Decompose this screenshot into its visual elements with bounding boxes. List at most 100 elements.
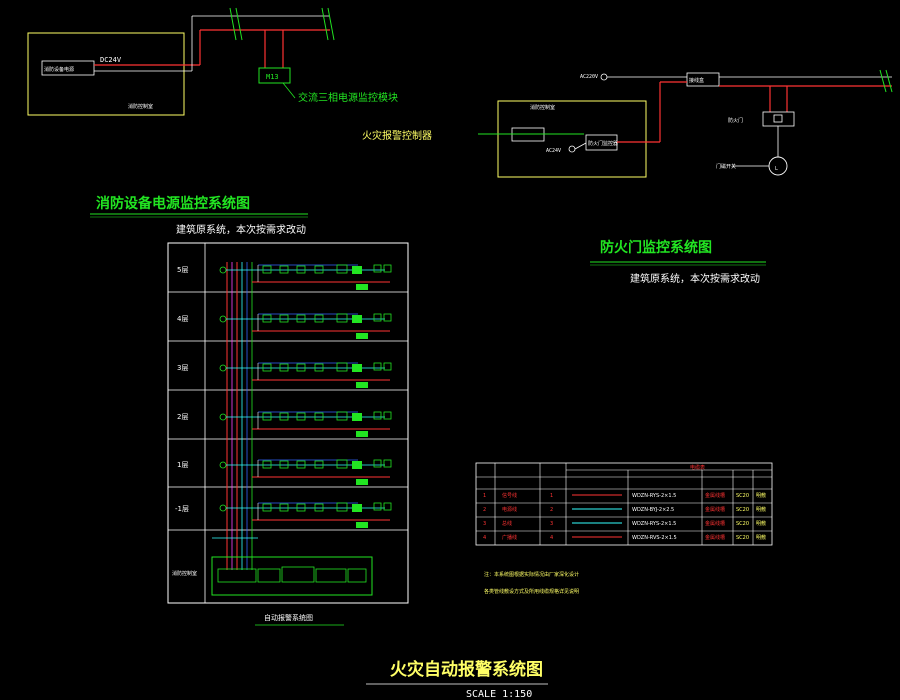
speaker-icon [383,362,392,371]
module-icon [356,382,368,388]
device-icon [279,265,289,274]
detector-icon [219,266,227,274]
floor-branch [219,362,392,388]
door-sensor-box [762,111,795,127]
legend-cell: 广播线 [502,534,517,541]
alarm-icon [352,461,362,469]
legend-cell: 明敷 [756,534,766,541]
floor-branch [219,502,392,528]
door-ac-label: AC220V [580,74,598,80]
detector-icon [219,413,227,421]
alarm-icon [352,266,362,274]
alarm-diagram-label: 自动报警系统图 [264,613,313,622]
legend-cell: 1 [550,493,553,499]
floor-label: -1层 [175,505,189,513]
legend-cell: 金属线槽 [705,534,725,541]
control-room-box [211,556,373,596]
device-icon [279,460,289,469]
power-monitor-detail: 消防设备电源 DC24V 消防控制室 M13 交流三相电源监控模块 火灾报警控制… [27,7,432,142]
floor-label: 2层 [177,413,188,421]
speaker-icon [373,313,382,322]
device-icon [262,363,272,372]
svg-text:L: L [775,166,778,172]
floor-branch [219,459,392,485]
legend-cell: 电源线 [502,506,517,513]
scale-label: SCALE 1:150 [466,689,532,700]
junction-box-label: 接线盒 [689,77,704,84]
module-icon [356,522,368,528]
speaker-icon [373,459,382,468]
device-icon [279,363,289,372]
speaker-icon [383,459,392,468]
door-module-label: 防火门监控器 [588,140,618,147]
legend-cell: WDZN-RYS-2×1.5 [632,521,676,527]
speaker-icon [373,411,382,420]
door-monitor-detail: 消防控制室 防火门监控器 AC24V AC220V 接线盒 防火门 L 门磁开关 [478,69,893,178]
alarm-icon [352,504,362,512]
legend-cell: 2 [483,507,486,513]
device-icon [262,265,272,274]
module-icon [336,313,348,323]
legend-cell: SC20 [736,535,749,541]
floor-label: 3层 [177,364,188,372]
module-icon [336,502,348,512]
legend-cell: 总线 [502,520,512,527]
detector-icon [219,364,227,372]
legend-cell: WDZN-RYS-2×1.5 [632,493,676,499]
speaker-icon [373,264,382,273]
door-panel-label: 消防控制室 [530,104,555,111]
legend-cell: WDZN-BYJ-2×2.5 [632,507,674,513]
dc-voltage-label: DC24V [100,56,122,64]
device-icon [279,314,289,323]
power-panel-box [27,32,185,116]
floor-label: 4层 [177,315,188,323]
junction-box [686,72,720,87]
device-icon [314,460,324,469]
module-icon [336,362,348,372]
floor-label: 5层 [177,266,188,274]
device-icon [262,412,272,421]
alarm-icon [352,413,362,421]
module-icon [356,284,368,290]
module-icon [336,411,348,421]
module-icon [336,264,348,274]
door-dc-label: AC24V [546,148,561,154]
riser-diagram: 5层 4层 3层 2层 1层 -1层 消防控制室 自动报警系统图 [167,242,409,626]
device-icon [279,412,289,421]
device-icon [279,503,289,512]
device-icon [262,503,272,512]
power-panel-label: 消防设备电源 [44,66,74,73]
legend-cell: 金属线槽 [705,506,725,513]
module-icon [336,459,348,469]
legend-cell: 明敷 [756,506,766,513]
speaker-icon [383,264,392,273]
device-icon [314,314,324,323]
door-switch-label: 门磁开关 [716,163,736,170]
alarm-icon [352,315,362,323]
legend-cell: 明敷 [756,492,766,499]
speaker-icon [373,362,382,371]
device-icon [314,363,324,372]
floor-label: 1层 [177,461,188,469]
legend-cell: 1 [483,493,486,499]
legend-cell: 金属线槽 [705,520,725,527]
floor-branch [219,313,392,339]
legend-cell: 3 [483,521,486,527]
detector-icon [219,461,227,469]
detector-icon [219,504,227,512]
module-m13-box [258,67,291,84]
device-icon [296,314,306,323]
legend-cell: 4 [550,535,553,541]
device-icon [296,363,306,372]
door-switch-icon [768,156,788,176]
device-icon [296,460,306,469]
door-system-title: 防火门监控系统图 [600,239,712,256]
module-icon [356,431,368,437]
controller-label: 火灾报警控制器 [362,129,432,142]
speaker-icon [383,411,392,420]
